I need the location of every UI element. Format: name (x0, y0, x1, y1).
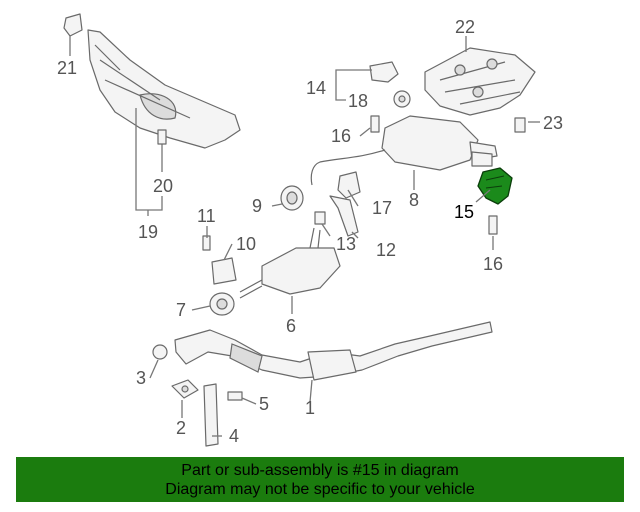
callout-19: 19 (138, 222, 158, 242)
leader-lines (69, 36, 540, 437)
part-15-highlighted (477, 167, 513, 205)
shield-clip-part (63, 13, 83, 37)
bolt-11-part (202, 235, 211, 251)
hanger-17-part (337, 171, 361, 199)
bracket-4-part (203, 383, 219, 447)
bracket-12-part (329, 195, 359, 237)
hanger-10-part (211, 257, 237, 285)
callout-6: 6 (286, 316, 296, 336)
gasket-2-part (171, 379, 199, 399)
banner-line-2: Diagram may not be specific to your vehi… (165, 481, 475, 498)
exhaust-parts-diagram: 1 2 3 4 5 6 7 8 9 10 11 12 13 14 15 16 1… (57, 13, 563, 447)
upper-heat-shield-part (424, 47, 536, 116)
heat-shield-part (87, 29, 241, 149)
banner-line-1: Part or sub-assembly is #15 in diagram (181, 462, 459, 479)
clamp-9-part (280, 185, 304, 211)
callout-5: 5 (259, 394, 269, 414)
callout-4: 4 (229, 426, 239, 446)
callout-18: 18 (348, 91, 368, 111)
callout-3: 3 (136, 368, 146, 388)
bolt-16-upper-part (370, 115, 380, 133)
callout-20: 20 (153, 176, 173, 196)
bolt-23-part (514, 117, 526, 133)
callout-1: 1 (305, 398, 315, 418)
bracket-14-part (369, 61, 399, 83)
front-pipe-part (174, 321, 493, 381)
bolt-13-part (314, 211, 326, 225)
callout-21: 21 (57, 58, 77, 78)
middle-muffler-part (239, 227, 341, 299)
callout-22: 22 (455, 17, 475, 37)
callout-labels: 1 2 3 4 5 6 7 8 9 10 11 12 13 14 15 16 1… (57, 17, 563, 446)
callout-11: 11 (197, 206, 216, 226)
bolt-16-lower-part (488, 215, 498, 235)
clamp-7-part (209, 292, 235, 316)
callout-12: 12 (376, 240, 396, 260)
callout-9: 9 (252, 196, 262, 216)
bolt-5-part (227, 391, 243, 401)
callout-16-upper: 16 (331, 126, 351, 146)
bolt-20-part (157, 129, 167, 162)
info-banner: Part or sub-assembly is #15 in diagram D… (16, 457, 624, 502)
hanger-18-part (393, 90, 411, 108)
callout-16-lower: 16 (483, 254, 503, 274)
callout-13: 13 (336, 234, 356, 254)
callout-17: 17 (372, 198, 392, 218)
callout-23: 23 (543, 113, 563, 133)
callout-2: 2 (176, 418, 186, 438)
callout-10: 10 (236, 234, 256, 254)
rear-muffler-part (310, 115, 498, 186)
callout-15: 15 (454, 202, 474, 222)
callout-7: 7 (176, 300, 186, 320)
callout-14: 14 (306, 78, 326, 98)
gasket-3-part (152, 344, 168, 360)
callout-8: 8 (409, 190, 419, 210)
